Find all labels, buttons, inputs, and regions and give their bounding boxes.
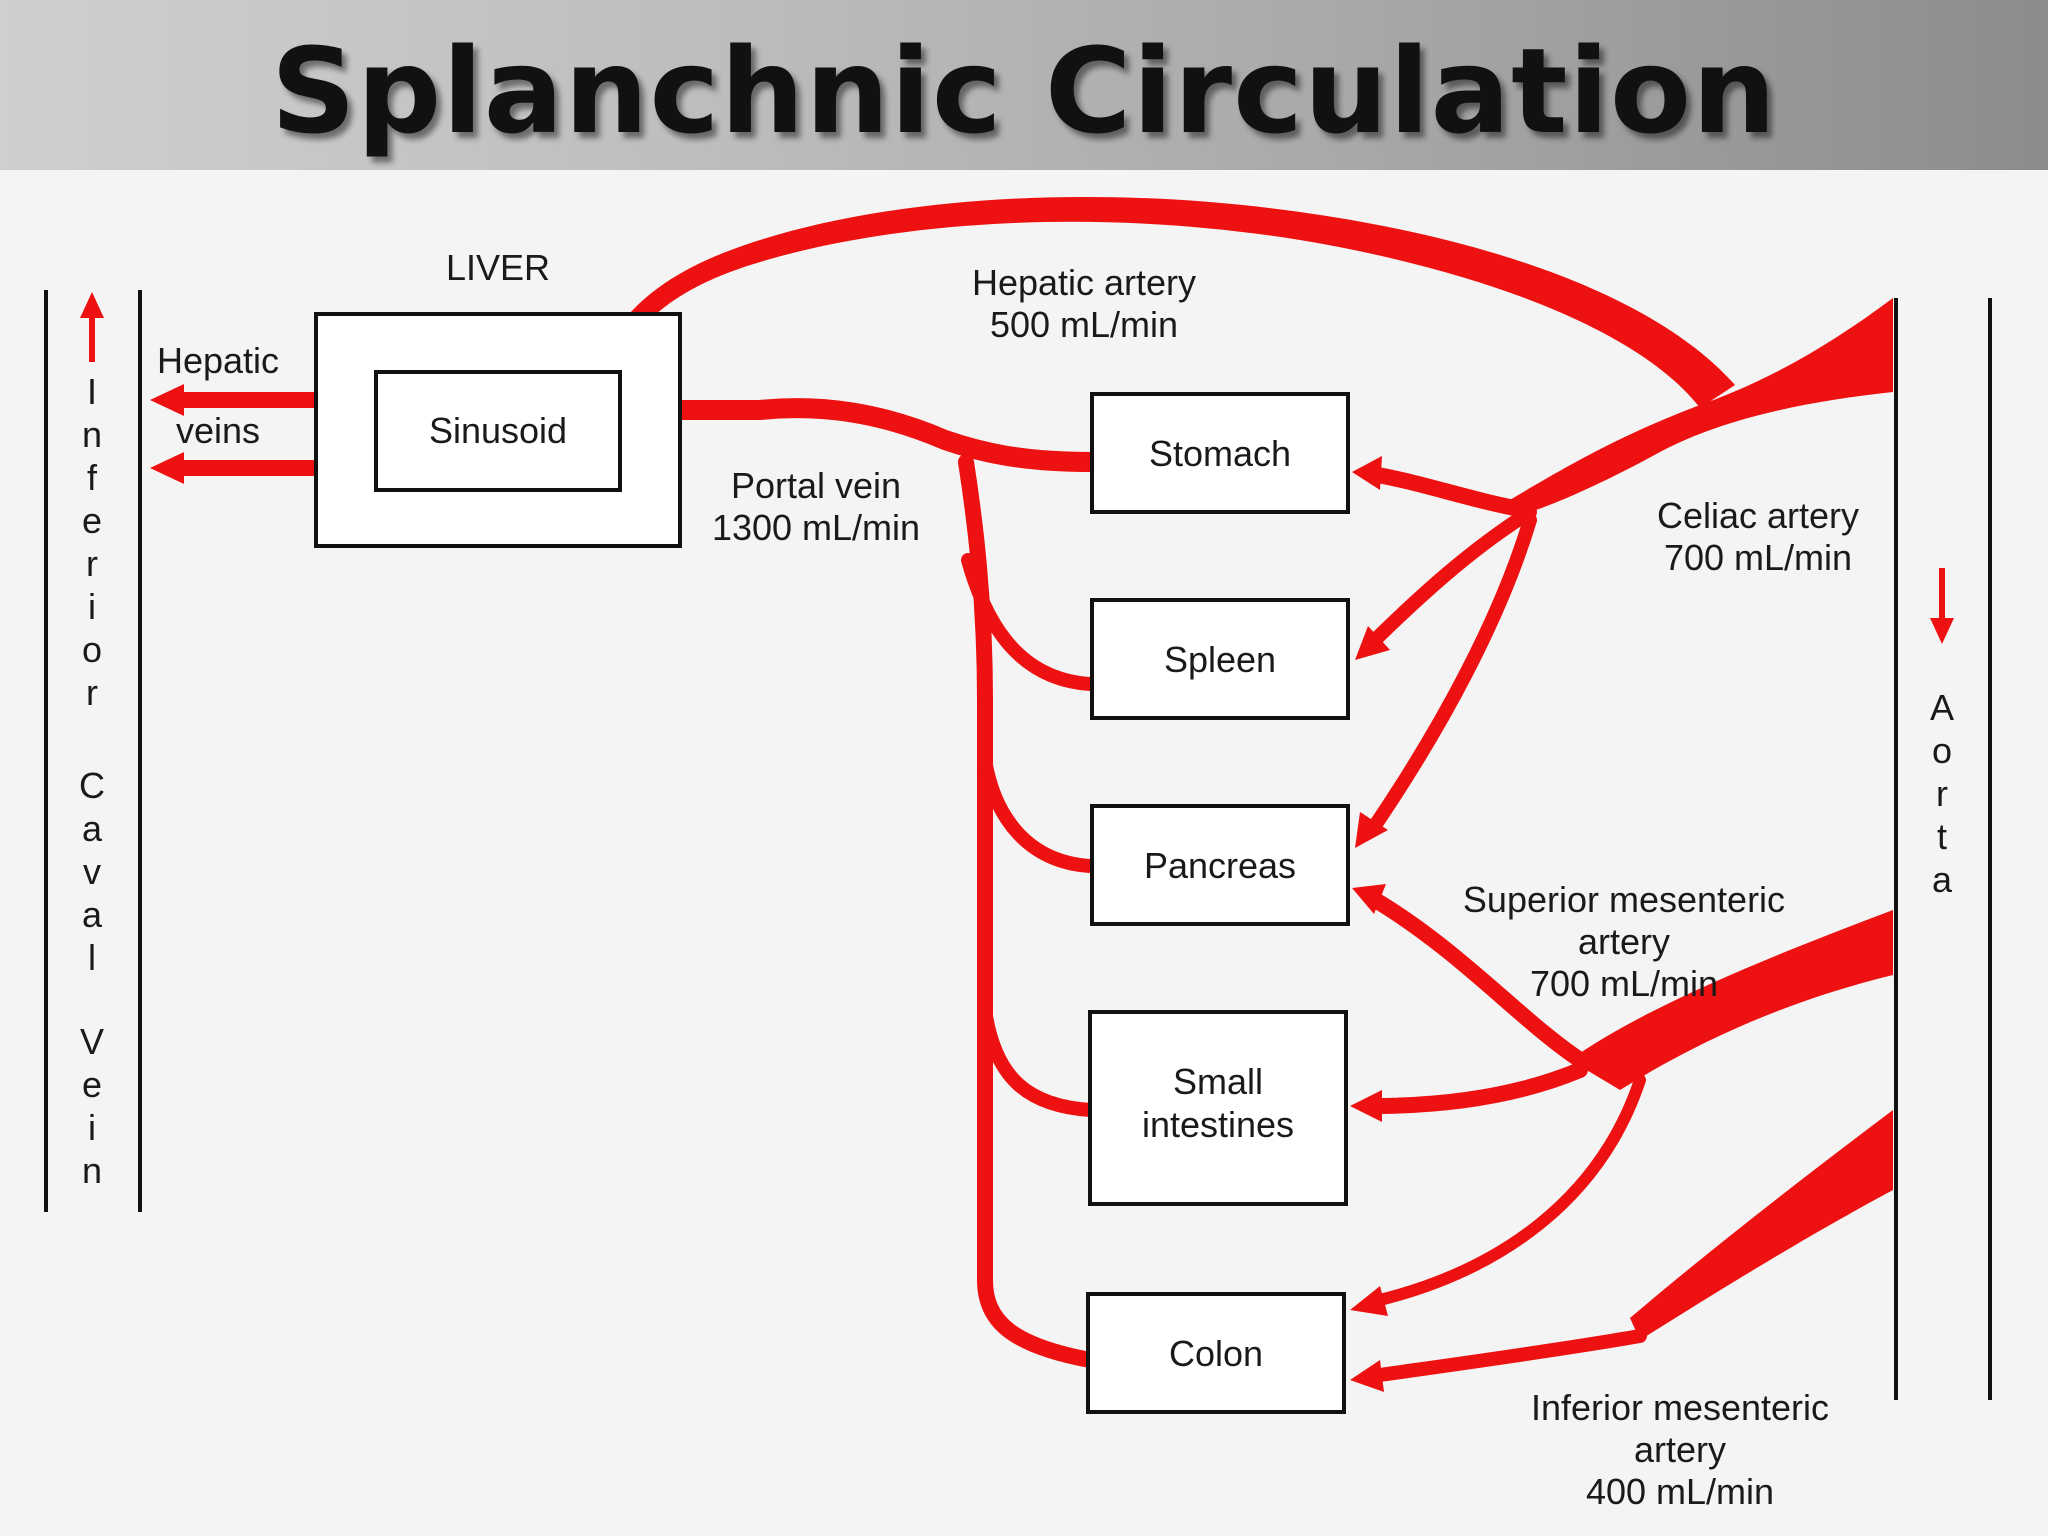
pancreas-label: Pancreas	[1144, 845, 1296, 886]
hepatic-vein-arrows	[150, 384, 316, 484]
ivc-letter: i	[88, 1107, 96, 1148]
celiac-artery-flow: 700 mL/min	[1664, 537, 1852, 578]
liver-label: LIVER	[446, 247, 550, 288]
aorta-letter: t	[1937, 816, 1947, 857]
sma-name-1: Superior mesenteric	[1463, 879, 1785, 920]
ivc-letter: e	[82, 1064, 102, 1105]
ivc-letter: o	[82, 629, 102, 670]
portal-vein-trunk	[958, 454, 1098, 1368]
small-intestine-vein	[978, 1003, 1097, 1117]
small-intestines-label-2: intestines	[1142, 1104, 1294, 1145]
ivc-letter: a	[82, 808, 103, 849]
ima-name-2: artery	[1634, 1429, 1726, 1470]
spleen-box	[1090, 598, 1350, 720]
portal-vein-system	[650, 398, 1102, 1368]
ivc-letter: a	[82, 894, 103, 935]
spleen-label: Spleen	[1164, 639, 1276, 680]
stomach-box	[1090, 392, 1350, 514]
ivc-flow-arrow	[80, 292, 104, 362]
sma-name-2: artery	[1578, 921, 1670, 962]
colon-label: Colon	[1169, 1333, 1263, 1374]
small-intestines-label-1: Small	[1173, 1061, 1263, 1102]
colon-artery-ima	[1373, 1329, 1647, 1382]
aorta-letter: A	[1930, 687, 1954, 728]
small-intestines-box	[1088, 1010, 1348, 1206]
hepatic-artery-vessel	[622, 196, 1735, 408]
ivc-letter: i	[88, 586, 96, 627]
sma-trunk-vessel	[1570, 910, 1893, 1090]
ivc-letter: f	[87, 457, 98, 498]
small-intestine-artery	[1364, 1062, 1588, 1114]
sinusoid-label: Sinusoid	[429, 410, 567, 451]
pancreas-artery-celiac	[1365, 513, 1537, 837]
ivc-letter: r	[86, 672, 98, 713]
hepatic-artery-name: Hepatic artery	[972, 262, 1196, 303]
artery-branches	[1364, 466, 1647, 1382]
celiac-artery-name: Celiac artery	[1657, 495, 1859, 536]
title-bar: Splanchnic Circulation	[0, 0, 2048, 170]
slide-title: Splanchnic Circulation	[270, 22, 1778, 160]
spleen-vein	[961, 553, 1097, 691]
ima-name-1: Inferior mesenteric	[1531, 1387, 1829, 1428]
ivc-letter: C	[79, 765, 105, 806]
ivc-letter: n	[82, 414, 102, 455]
stomach-artery	[1364, 466, 1533, 518]
aorta-letter: r	[1936, 773, 1948, 814]
ivc-letter: e	[82, 500, 102, 541]
ima-trunk-vessel	[1630, 1110, 1893, 1340]
aorta-letter: a	[1932, 859, 1953, 900]
spleen-artery	[1368, 505, 1537, 647]
ima-flow: 400 mL/min	[1586, 1471, 1774, 1512]
ivc-letter: r	[86, 543, 98, 584]
sinusoid-box	[374, 370, 622, 492]
aorta-flow-arrow	[1930, 568, 1954, 644]
ivc-letter: n	[82, 1150, 102, 1191]
ivc-letter: I	[87, 371, 97, 412]
hepatic-veins-label-2: veins	[176, 410, 260, 451]
aorta-letter: o	[1932, 730, 1952, 771]
stomach-label: Stomach	[1149, 433, 1291, 474]
sma-flow: 700 mL/min	[1530, 963, 1718, 1004]
vessels	[622, 196, 1893, 1340]
portal-vein-main	[650, 398, 1102, 472]
hepatic-veins-label-1: Hepatic	[157, 340, 279, 381]
ivc-letter: v	[83, 851, 101, 892]
pancreas-box	[1090, 804, 1350, 926]
pancreas-vein	[978, 753, 1097, 873]
colon-artery-sma	[1374, 1074, 1646, 1306]
pancreas-artery-sma	[1364, 890, 1588, 1068]
hepatic-artery-flow: 500 mL/min	[990, 304, 1178, 345]
portal-vein-flow: 1300 mL/min	[712, 507, 920, 548]
ivc-letter: V	[80, 1021, 104, 1062]
ivc-letter: l	[88, 937, 96, 978]
portal-vein-name: Portal vein	[731, 465, 901, 506]
colon-box	[1086, 1292, 1346, 1414]
